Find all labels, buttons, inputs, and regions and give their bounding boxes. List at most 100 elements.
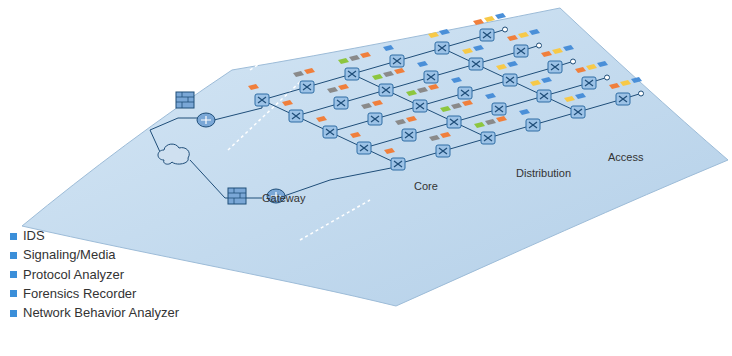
legend-swatch [10, 252, 17, 259]
switch-arrows [540, 93, 548, 99]
switch-icon [334, 97, 348, 109]
endpoint-dot [571, 59, 576, 64]
legend-row: Signaling/Media [10, 247, 116, 263]
legend-text: Forensics Recorder [23, 286, 136, 302]
tool-chip [361, 103, 372, 109]
endpoint-dot [639, 91, 644, 96]
legend-row: Network Behavior Analyzer [10, 305, 179, 321]
switch-arrows [517, 48, 525, 54]
tool-chip [248, 84, 259, 90]
legend-text: Signaling/Media [23, 247, 116, 263]
tool-chip [372, 74, 383, 80]
switch-arrows [574, 109, 582, 115]
switch-arrows [472, 61, 480, 67]
tool-chip [495, 13, 506, 19]
tool-chip [451, 77, 462, 83]
switch-icon [458, 87, 472, 99]
switch-arrows [427, 74, 435, 80]
tool-chip [597, 61, 608, 67]
legend-text: Protocol Analyzer [23, 267, 124, 283]
tool-chip [316, 116, 327, 122]
switch-icon [368, 113, 382, 125]
tool-chip [417, 61, 428, 67]
tool-chip [384, 148, 395, 154]
switch-arrows [394, 161, 402, 167]
tool-chip [417, 87, 428, 93]
endpoint-dot [537, 43, 542, 48]
switch-icon [492, 103, 506, 115]
tool-chip [575, 67, 586, 73]
switch-icon [436, 145, 450, 157]
tool-chip [451, 103, 462, 109]
zone-dividers [228, 62, 370, 240]
legend-text: Network Behavior Analyzer [23, 305, 179, 321]
tool-chip [552, 48, 563, 54]
switch-icon [582, 77, 596, 89]
legend-row: Protocol Analyzer [10, 267, 124, 283]
legend-text: IDS [23, 228, 45, 244]
switch-icon [424, 71, 438, 83]
tool-chip [428, 32, 439, 38]
switch-icon [413, 100, 427, 112]
tool-chip [429, 135, 440, 141]
switch-arrows [393, 58, 401, 64]
tool-chip [631, 77, 642, 83]
switch-arrows [382, 87, 390, 93]
switch-arrows [416, 103, 424, 109]
legend-swatch [10, 310, 17, 317]
switch-icon [469, 58, 483, 70]
tool-chip [485, 93, 496, 99]
switch-arrows [438, 45, 446, 51]
switch-arrows [484, 135, 492, 141]
tool-chip [350, 132, 361, 138]
tool-chip [394, 68, 405, 74]
zone-label: Gateway [262, 192, 305, 205]
tool-chip [304, 68, 315, 74]
switch-arrows [483, 32, 491, 38]
tool-chip [406, 116, 417, 122]
switch-icon [391, 158, 405, 170]
firewall-icon [228, 188, 246, 204]
tool-chip [541, 51, 552, 57]
switch-arrows [360, 145, 368, 151]
switch-icon [379, 84, 393, 96]
zone-label: Distribution [516, 167, 571, 180]
switch-icon [514, 45, 528, 57]
cloud-icon [158, 144, 189, 164]
switch-arrows [292, 113, 300, 119]
legend-row: Forensics Recorder [10, 286, 136, 302]
switch-arrows [405, 132, 413, 138]
tool-chip [507, 35, 518, 41]
switch-icon [503, 74, 517, 86]
tool-chip [474, 122, 485, 128]
switch-icon [300, 81, 314, 93]
switch-arrows [371, 116, 379, 122]
switch-arrows [529, 122, 537, 128]
tool-chip [327, 87, 338, 93]
zone-label: Access [608, 151, 643, 164]
tool-chip [293, 71, 304, 77]
tool-chip [338, 84, 349, 90]
switch-arrows [461, 90, 469, 96]
switch-icon [526, 119, 540, 131]
switch-icon [255, 94, 269, 106]
switch-icon [435, 42, 449, 54]
switch-arrows [495, 106, 503, 112]
tool-chip [372, 100, 383, 106]
switch-icons [255, 29, 630, 170]
tool-chip [529, 29, 540, 35]
tool-chip [496, 116, 507, 122]
tool-chip [620, 80, 631, 86]
gateway-devices [150, 92, 330, 204]
tool-chip [462, 48, 473, 54]
tool-chip [507, 61, 518, 67]
legend-row: IDS [10, 228, 45, 244]
tool-chip [383, 45, 394, 51]
legend-swatch [10, 290, 17, 297]
tool-chip [349, 55, 360, 61]
switch-arrows [303, 84, 311, 90]
switch-icon [480, 29, 494, 41]
switch-icon [390, 55, 404, 67]
